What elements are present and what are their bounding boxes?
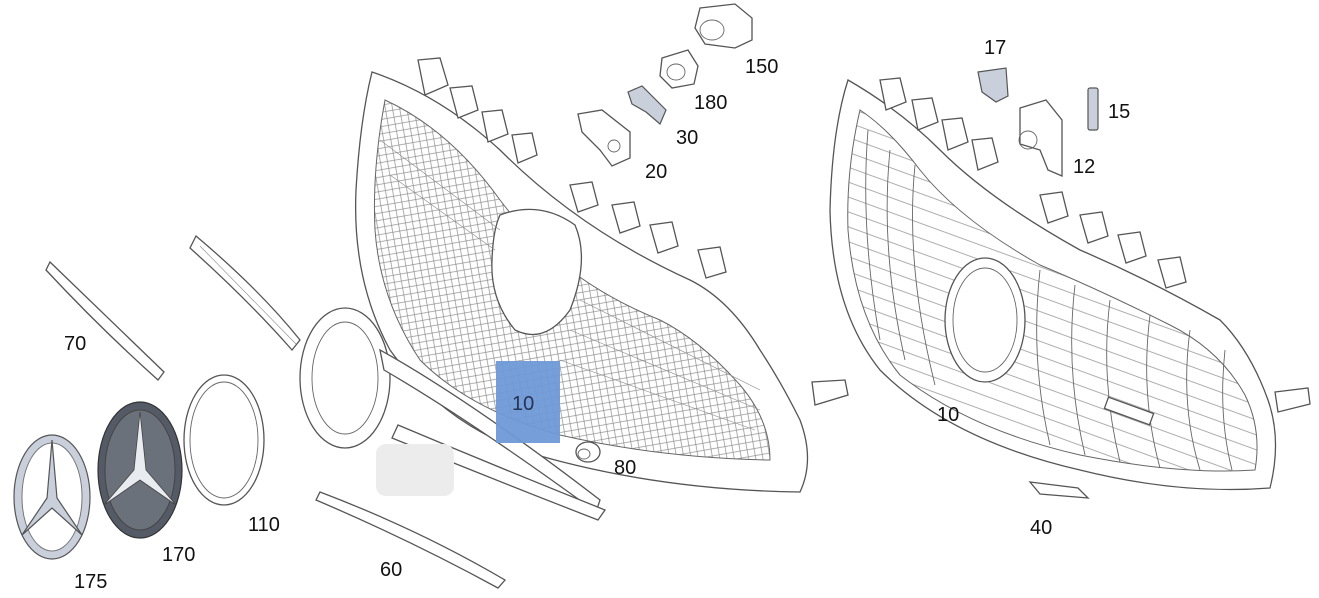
ring-bracket: [299, 307, 601, 514]
label-180: 180: [694, 92, 728, 114]
label-17: 17: [984, 37, 1007, 59]
trim-60: [315, 491, 507, 589]
label-60: 60: [380, 559, 403, 581]
label-30: 30: [676, 127, 699, 149]
bracket-20: [577, 109, 631, 167]
label-170: 170: [162, 544, 196, 566]
redacted-area: [376, 444, 454, 496]
left-grille: [354, 57, 849, 493]
highlight-box: 10: [496, 361, 560, 443]
star-emblem-170: [97, 401, 183, 539]
label-70: 70: [64, 333, 87, 355]
label-40: 40: [1030, 517, 1053, 539]
trim-15: [1087, 87, 1099, 131]
sensor-80: [575, 441, 601, 463]
badge-40: [1028, 481, 1090, 499]
label-175: 175: [74, 571, 108, 593]
label-15: 15: [1108, 101, 1131, 123]
label-10-right: 10: [937, 404, 960, 426]
sensor-180: [659, 49, 699, 89]
star-emblem-175: [13, 434, 91, 560]
label-12: 12: [1073, 156, 1096, 178]
label-80: 80: [614, 457, 637, 479]
sensor-150: [694, 3, 753, 49]
right-grille: [829, 77, 1311, 491]
label-150: 150: [745, 56, 779, 78]
ring-110: [183, 374, 265, 506]
clip-30: [627, 85, 667, 125]
bracket-12: [1018, 99, 1063, 177]
label-110: 110: [248, 514, 280, 536]
label-20: 20: [645, 161, 668, 183]
trim-70: [45, 260, 165, 381]
clip-17: [977, 67, 1009, 103]
label-10-highlight: 10: [512, 393, 535, 415]
trim-bar-upper: [189, 234, 301, 352]
